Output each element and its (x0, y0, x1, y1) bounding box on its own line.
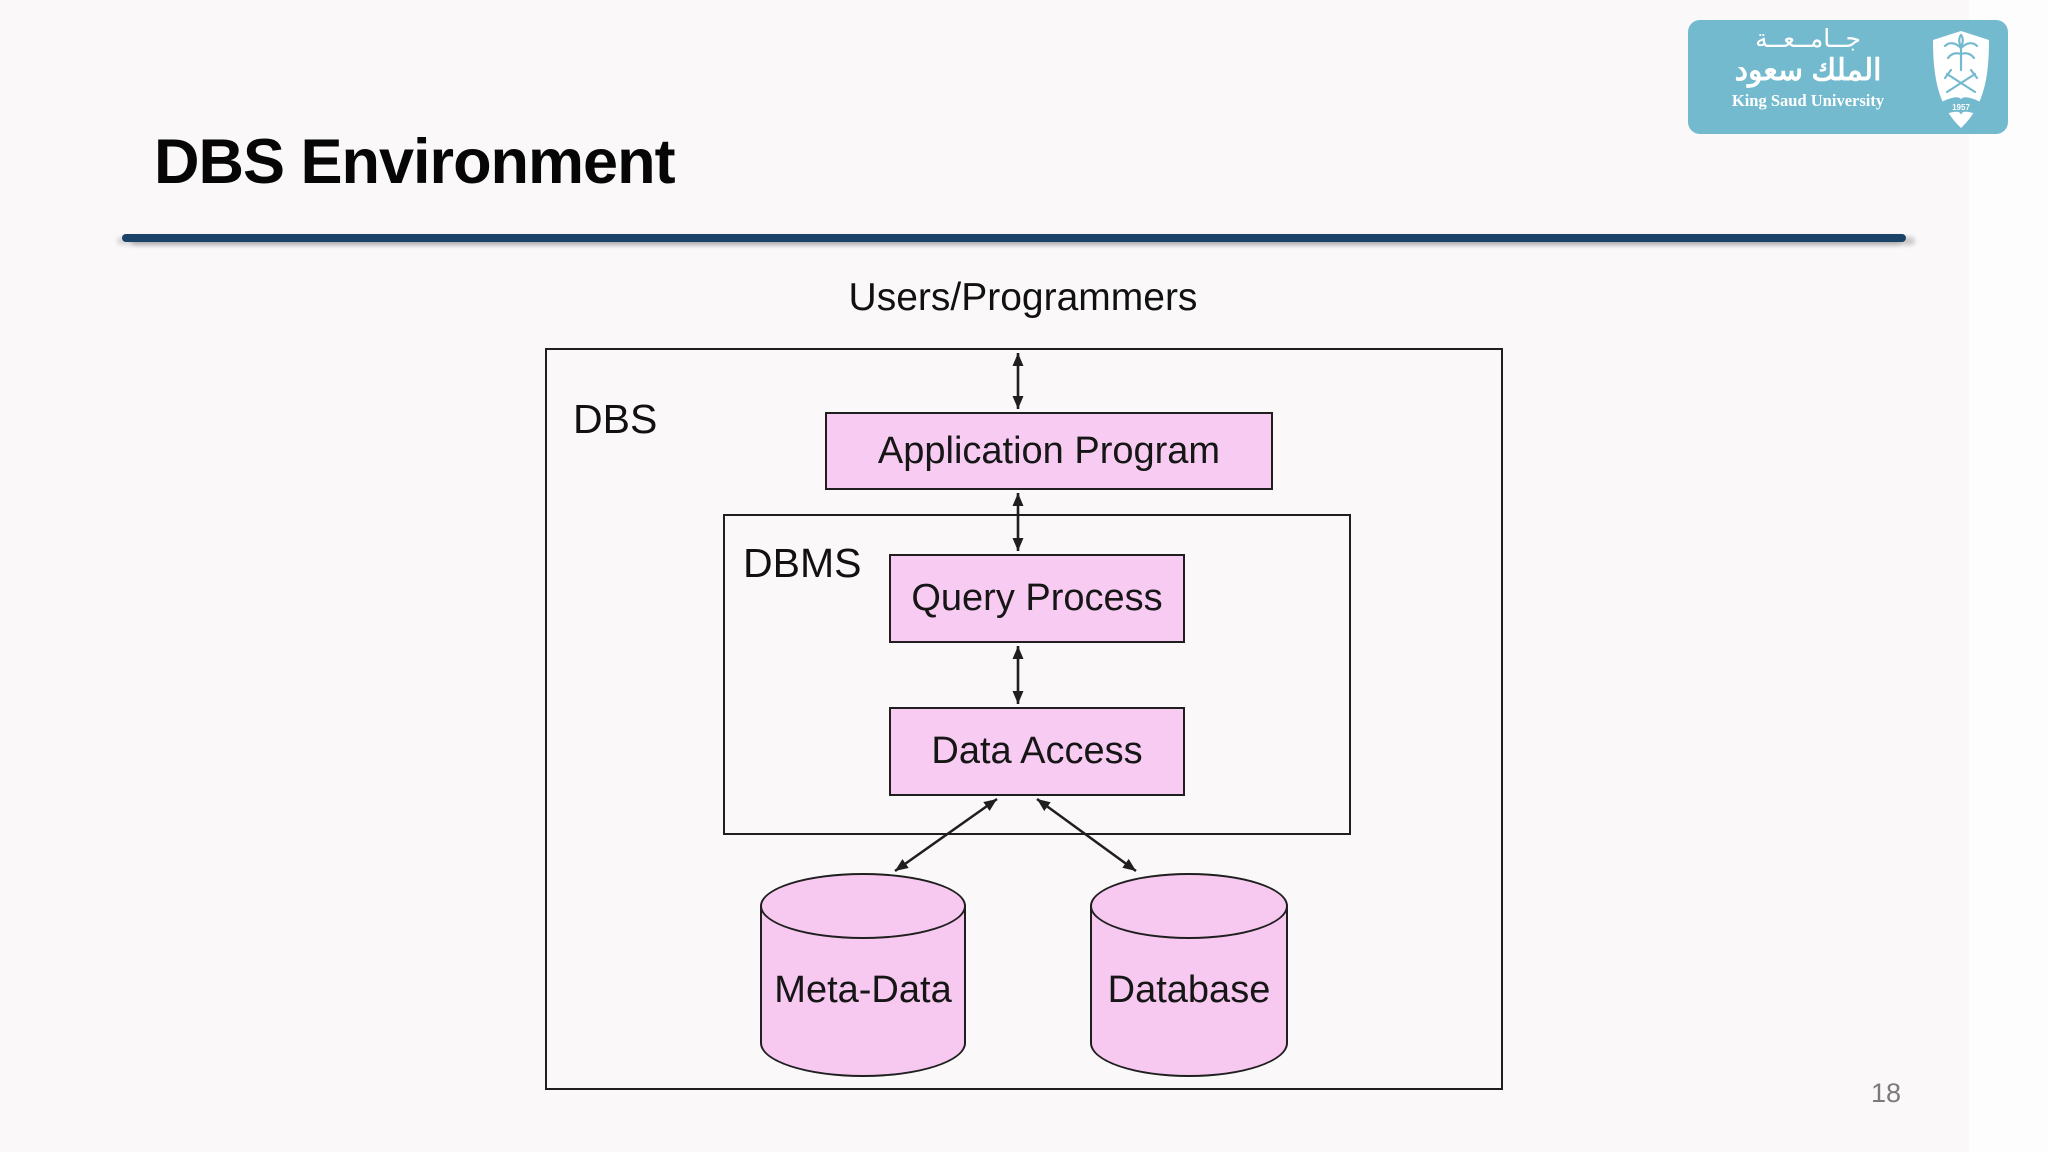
query-process-node: Query Process (889, 554, 1185, 643)
page-title: DBS Environment (154, 127, 676, 197)
page-number: 18 (1870, 1078, 1902, 1108)
ksu-shield-icon: 1957 (1933, 31, 1989, 128)
application-program-node: Application Program (825, 412, 1273, 490)
title-divider (122, 234, 1906, 242)
ksu-emblem-year: 1957 (1952, 103, 1970, 112)
database-label: Database (1107, 969, 1271, 1011)
dbms-label: DBMS (743, 540, 862, 586)
database-cylinder-top (1090, 873, 1288, 939)
ksu-arabic-line2: الملك سعود (1734, 54, 1882, 87)
ksu-logo: جــامــعــة الملك سعود King Saud Univers… (1688, 20, 2008, 134)
meta-data-label: Meta-Data (774, 969, 952, 1011)
right-edge-strip (1969, 0, 2048, 1152)
ksu-logo-text: جــامــعــة الملك سعود King Saud Univers… (1700, 24, 1916, 130)
dbs-label: DBS (573, 396, 658, 442)
database-cylinder: Database (1090, 873, 1288, 1077)
meta-data-cylinder-top (760, 873, 966, 939)
data-access-node: Data Access (889, 707, 1185, 796)
meta-data-cylinder: Meta-Data (760, 873, 966, 1077)
ksu-arabic-line1: جــامــعــة (1755, 25, 1861, 53)
ksu-english-name: King Saud University (1731, 91, 1885, 110)
users-programmers-label: Users/Programmers (848, 276, 1198, 319)
dbs-box: DBS (545, 348, 1503, 1090)
